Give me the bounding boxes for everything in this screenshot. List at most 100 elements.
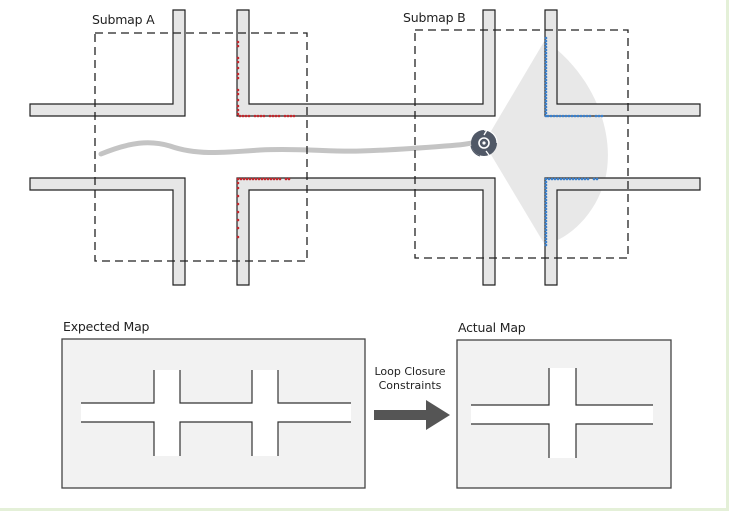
landmark-point <box>236 202 240 206</box>
robot-sensor-icon <box>470 129 498 157</box>
loop-closure-label: Loop Closure Constraints <box>370 365 450 393</box>
landmark-point <box>544 99 548 103</box>
landmark-point <box>549 114 553 118</box>
landmark-point <box>544 225 548 229</box>
landmark-point <box>544 213 548 217</box>
landmark-point <box>544 36 548 40</box>
landmark-point <box>586 177 590 181</box>
landmark-point <box>248 177 252 181</box>
landmark-point <box>567 114 571 118</box>
landmark-point <box>588 114 592 118</box>
landmark-point <box>544 189 548 193</box>
landmark-point <box>244 114 248 118</box>
landmark-point <box>236 226 240 230</box>
landmark-point <box>573 114 577 118</box>
landmark-point <box>236 218 240 222</box>
landmark-point <box>544 54 548 58</box>
landmark-point <box>544 198 548 202</box>
landmark-point <box>544 102 548 106</box>
landmark-point <box>550 177 554 181</box>
actual-map-title: Actual Map <box>458 320 526 335</box>
sensor-field-of-view <box>484 40 608 245</box>
landmark-point <box>544 114 548 118</box>
landmark-point <box>269 177 273 181</box>
landmark-point <box>286 114 290 118</box>
landmark-point <box>272 177 276 181</box>
landmark-point <box>268 114 272 118</box>
landmark-point <box>564 114 568 118</box>
landmark-point <box>547 177 551 181</box>
landmark-point <box>289 114 293 118</box>
wall-segment <box>236 9 496 117</box>
expected-map-title: Expected Map <box>63 319 150 334</box>
landmark-point <box>236 98 240 102</box>
landmark-point <box>544 222 548 226</box>
landmark-point <box>236 92 240 96</box>
landmark-point <box>544 96 548 100</box>
landmark-point <box>574 177 578 181</box>
landmark-point <box>236 56 240 60</box>
landmark-point <box>544 69 548 73</box>
landmark-point <box>544 60 548 64</box>
landmark-point <box>544 240 548 244</box>
landmark-point <box>260 177 264 181</box>
landmark-point <box>544 216 548 220</box>
landmark-point <box>568 177 572 181</box>
landmark-point <box>241 114 245 118</box>
landmark-point <box>594 114 598 118</box>
walls-bottom <box>29 177 701 286</box>
landmark-point <box>544 84 548 88</box>
landmark-point <box>544 72 548 76</box>
landmark-point <box>247 114 251 118</box>
landmark-point <box>274 114 278 118</box>
landmark-point <box>580 177 584 181</box>
landmark-point <box>284 177 288 181</box>
landmark-point <box>544 81 548 85</box>
landmark-point <box>556 177 560 181</box>
landmark-point <box>544 201 548 205</box>
landmark-point <box>595 177 599 181</box>
landmark-point <box>275 177 279 181</box>
landmark-point <box>236 104 240 108</box>
landmark-point <box>256 114 260 118</box>
landmark-point <box>236 76 240 80</box>
landmark-point <box>544 108 548 112</box>
landmark-point <box>239 177 243 181</box>
landmark-point <box>245 177 249 181</box>
landmark-point <box>544 48 548 52</box>
landmark-point <box>254 177 258 181</box>
submap-a-landmarks <box>236 40 296 239</box>
landmark-point <box>571 177 575 181</box>
landmark-point <box>544 93 548 97</box>
walls-top <box>29 9 701 117</box>
landmark-point <box>544 39 548 43</box>
loop-closure-label-line2: Constraints <box>378 379 442 392</box>
landmark-point <box>253 114 257 118</box>
landmark-point <box>579 114 583 118</box>
landmark-point <box>544 45 548 49</box>
submap-b-label: Submap B <box>403 10 466 25</box>
landmark-point <box>277 114 281 118</box>
landmark-point <box>555 114 559 118</box>
landmark-point <box>583 177 587 181</box>
landmark-point <box>292 114 296 118</box>
landmark-point <box>544 228 548 232</box>
landmark-point <box>544 66 548 70</box>
landmark-point <box>552 114 556 118</box>
landmark-point <box>570 114 574 118</box>
landmark-point <box>558 114 562 118</box>
landmark-point <box>257 177 261 181</box>
landmark-point <box>251 177 255 181</box>
wall-segment <box>29 177 186 286</box>
landmark-point <box>259 114 263 118</box>
landmark-point <box>544 231 548 235</box>
landmark-point <box>236 112 240 116</box>
landmark-point <box>263 177 267 181</box>
loop-closure-label-line1: Loop Closure <box>374 365 446 378</box>
landmark-point <box>544 243 548 247</box>
robot-trajectory <box>98 138 483 157</box>
landmark-point <box>266 177 270 181</box>
landmark-point <box>236 177 240 181</box>
landmark-point <box>236 186 240 190</box>
